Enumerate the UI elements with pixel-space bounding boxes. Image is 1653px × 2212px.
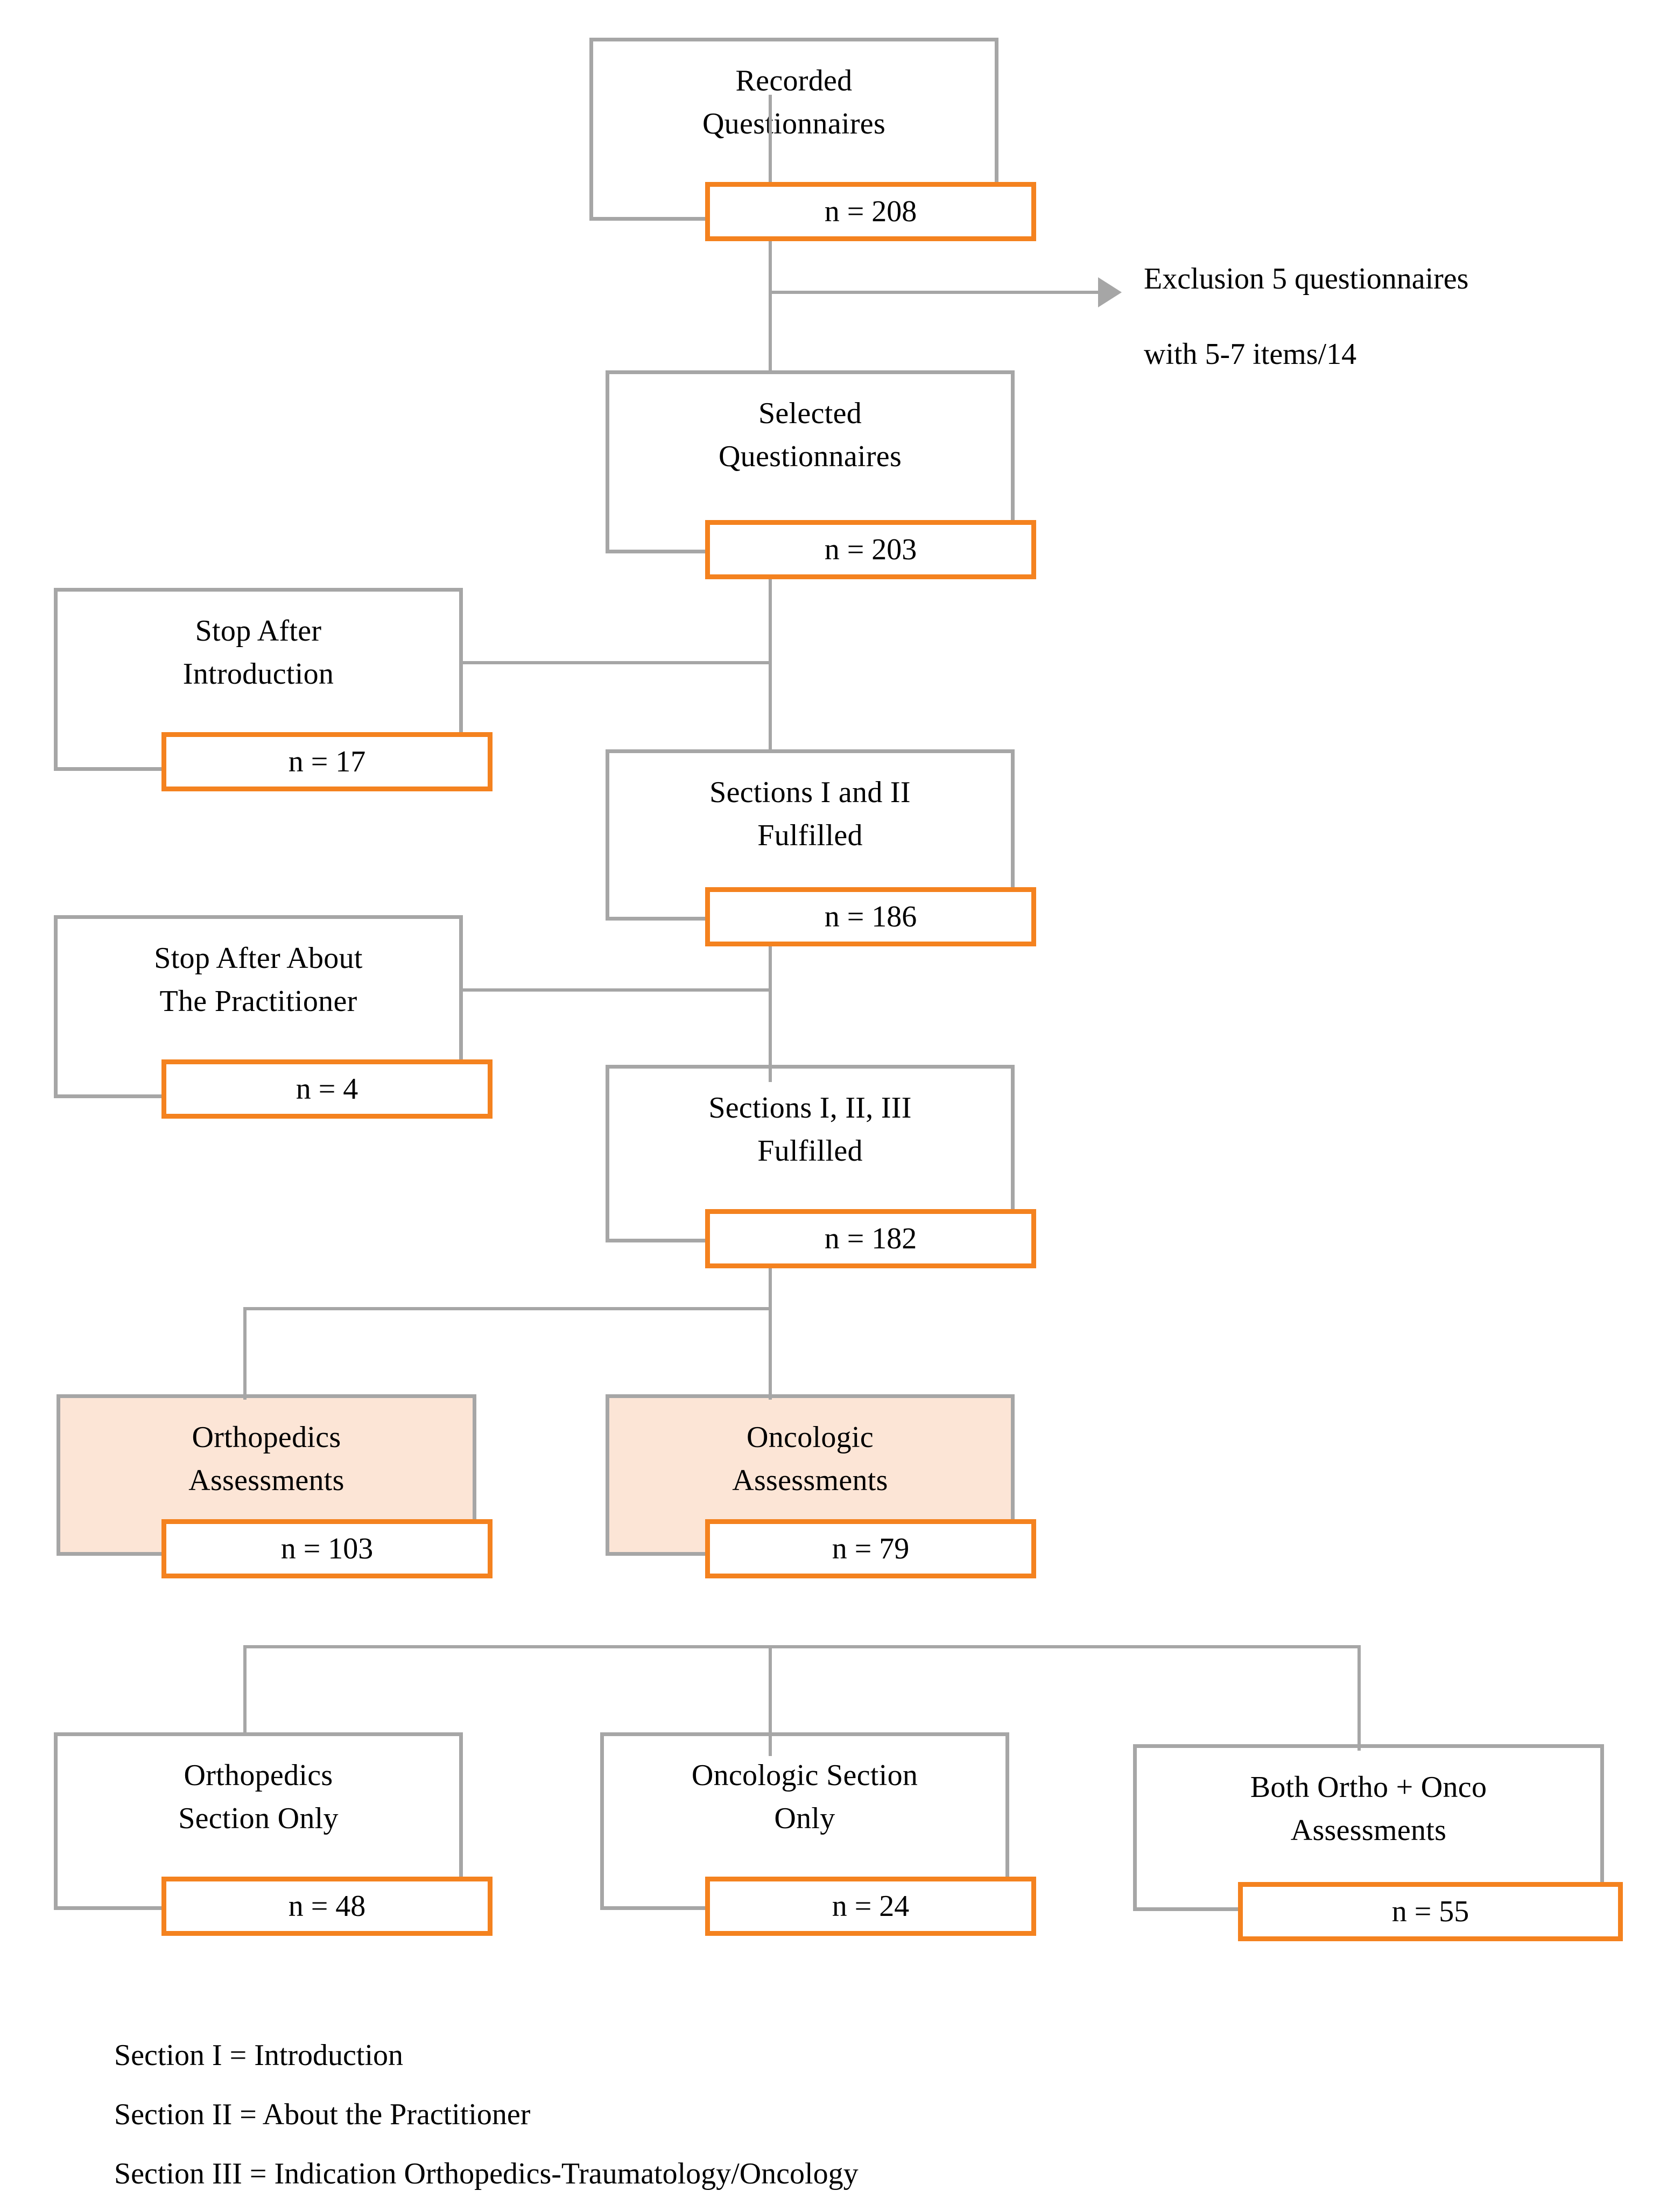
label-line-1: Orthopedics	[192, 1421, 341, 1454]
connector-to-both-ortho-onco	[1357, 1645, 1361, 1751]
count-chip-oncologic-assessments[interactable]: n = 79	[705, 1519, 1036, 1578]
count-chip-selected-questionnaires[interactable]: n = 203	[705, 520, 1036, 579]
count-chip-value: n = 55	[1391, 1895, 1469, 1928]
label-line-1: Sections I and II	[709, 776, 911, 809]
connector-to-oncologic-section-only	[769, 1645, 772, 1733]
label-line-1: Both Ortho + Onco	[1250, 1771, 1487, 1804]
node-oncologic-assessments-label: Oncologic Assessments	[609, 1398, 1011, 1552]
label-line-1: Stop After About	[154, 942, 363, 975]
count-chip-stop-after-about-the-practitioner[interactable]: n = 4	[161, 1059, 493, 1119]
count-chip-orthopedics-section-only[interactable]: n = 48	[161, 1877, 493, 1936]
node-sections-i-and-ii-fulfilled-label: Sections I and II Fulfilled	[609, 753, 1011, 917]
label-line-2: Questionnaires	[718, 439, 902, 473]
connector-to-orthopedics-section-only	[243, 1645, 247, 1733]
count-chip-value: n = 79	[832, 1532, 910, 1565]
label-line-1: Sections I, II, III	[708, 1091, 912, 1125]
count-chip-recorded-questionnaires[interactable]: n = 208	[705, 182, 1036, 241]
connector-split-three-way	[243, 1645, 1361, 1648]
exclusion-arrowhead	[1098, 277, 1122, 307]
count-chip-value: n = 182	[824, 1222, 917, 1255]
connector-selected-to-sections12	[769, 560, 772, 749]
node-recorded-questionnaires-label: Recorded Questionnaires	[593, 41, 995, 217]
label-line-2: Fulfilled	[757, 818, 863, 852]
label-line-2: Introduction	[182, 657, 334, 691]
count-chip-value: n = 17	[288, 745, 366, 778]
annotation-exclusion-line-2: with 5-7 items/14	[1144, 338, 1357, 371]
node-selected-questionnaires-label: Selected Questionnaires	[609, 374, 1011, 550]
count-chip-orthopedics-assessments[interactable]: n = 103	[161, 1519, 493, 1578]
count-chip-sections-i-ii-iii-fulfilled[interactable]: n = 182	[705, 1209, 1036, 1268]
legend-section-ii: Section II = About the Practitioner	[114, 2098, 531, 2131]
count-chip-value: n = 48	[288, 1890, 366, 1923]
count-chip-value: n = 4	[296, 1072, 358, 1106]
connector-exclusion-arrow-line	[769, 291, 1102, 294]
connector-branch-stop-practitioner	[459, 988, 770, 992]
connector-split-ortho-onco	[243, 1307, 772, 1310]
connector-to-oncologic-assessments	[769, 1307, 772, 1400]
label-line-2: Assessments	[732, 1463, 888, 1497]
annotation-exclusion-line-1: Exclusion 5 questionnaires	[1144, 262, 1469, 296]
label-line-2: Questionnaires	[702, 107, 886, 141]
count-chip-oncologic-section-only[interactable]: n = 24	[705, 1877, 1036, 1936]
node-sections-i-and-ii-fulfilled[interactable]: Sections I and II Fulfilled	[606, 749, 1015, 921]
node-stop-after-introduction-label: Stop After Introduction	[58, 592, 459, 767]
label-line-2: The Practitioner	[159, 984, 357, 1018]
connector-sections12-to-sections123	[769, 921, 772, 1082]
legend-section-iii: Section III = Indication Orthopedics-Tra…	[114, 2157, 859, 2190]
count-chip-sections-i-and-ii-fulfilled[interactable]: n = 186	[705, 887, 1036, 946]
label-line-2: Only	[774, 1801, 835, 1835]
label-line-2: Assessments	[188, 1463, 344, 1497]
label-line-2: Section Only	[178, 1801, 339, 1835]
node-sections-i-ii-iii-fulfilled-label: Sections I, II, III Fulfilled	[609, 1069, 1011, 1239]
count-chip-value: n = 24	[832, 1890, 910, 1923]
legend-section-i: Section I = Introduction	[114, 2039, 404, 2072]
label-line-1: Recorded	[735, 64, 853, 97]
label-line-1: Orthopedics	[184, 1759, 333, 1792]
connector-to-orthopedics-assessments	[243, 1307, 247, 1400]
label-line-2: Fulfilled	[757, 1134, 863, 1168]
label-line-1: Oncologic	[747, 1421, 874, 1454]
count-chip-value: n = 103	[280, 1532, 374, 1565]
label-line-1: Stop After	[195, 614, 322, 648]
node-both-ortho-onco-assessments-label: Both Ortho + Onco Assessments	[1137, 1748, 1600, 1907]
node-oncologic-section-only-label: Oncologic Section Only	[604, 1736, 1005, 1906]
count-chip-value: n = 186	[824, 900, 917, 933]
label-line-1: Selected	[758, 397, 862, 430]
label-line-2: Assessments	[1290, 1813, 1447, 1847]
node-orthopedics-assessments-label: Orthopedics Assessments	[60, 1398, 473, 1552]
count-chip-value: n = 208	[824, 195, 917, 228]
node-orthopedics-section-only-label: Orthopedics Section Only	[58, 1736, 459, 1906]
node-stop-after-about-the-practitioner-label: Stop After About The Practitioner	[58, 919, 459, 1094]
count-chip-stop-after-introduction[interactable]: n = 17	[161, 732, 493, 791]
count-chip-value: n = 203	[824, 533, 917, 566]
connector-branch-stop-intro	[459, 661, 770, 664]
label-line-1: Oncologic Section	[691, 1759, 918, 1792]
count-chip-both-ortho-onco-assessments[interactable]: n = 55	[1238, 1882, 1623, 1941]
